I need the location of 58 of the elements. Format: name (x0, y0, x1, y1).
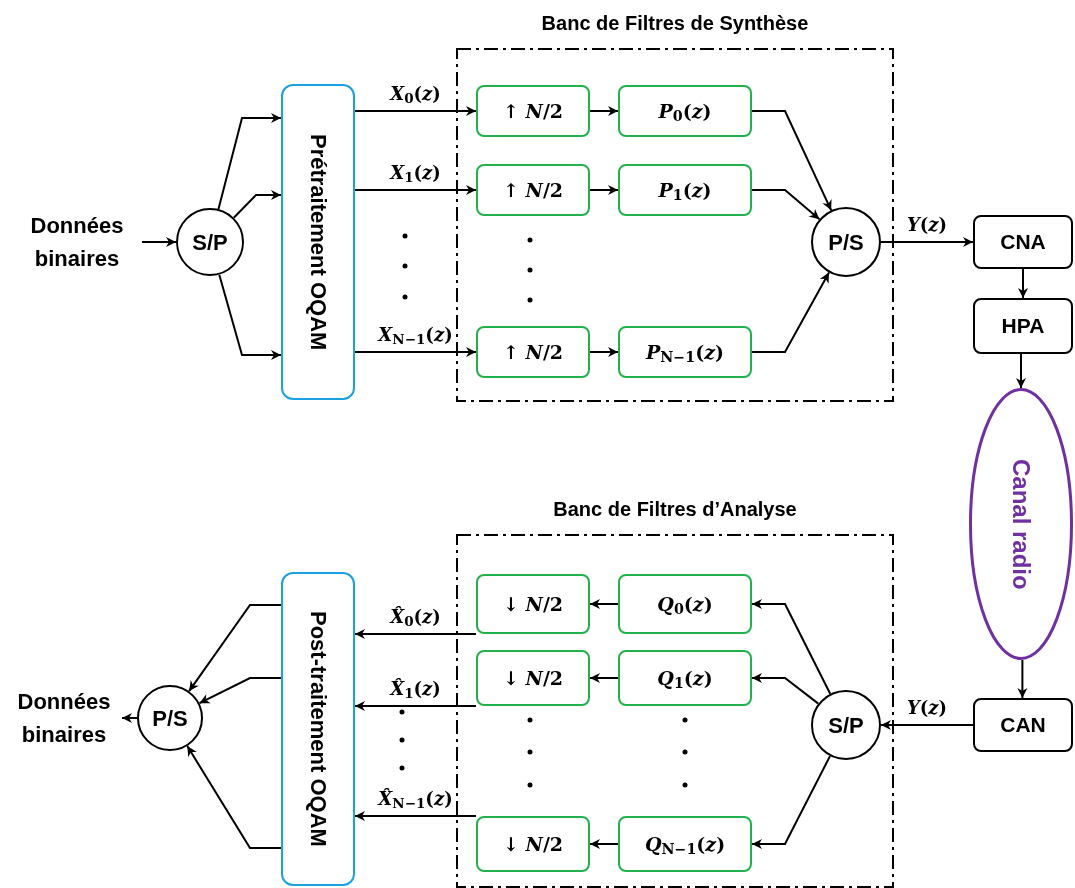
filter-box: P$_{1}$(z) (618, 164, 752, 216)
filter-box: ↑ N/2 (476, 164, 590, 216)
edge-label: Y(z) (906, 696, 948, 720)
arrow (217, 113, 282, 211)
filter-box: Q$_{0}$(z) (618, 574, 752, 634)
process-box: HPA (973, 298, 1073, 354)
arrow (751, 673, 820, 705)
edge-label: X̂$_{0}$(z) (390, 605, 441, 630)
arrow (354, 185, 477, 195)
filter-box: ↑ N/2 (476, 85, 590, 137)
arrow (589, 185, 619, 195)
arrow (354, 629, 477, 639)
arrow (354, 701, 477, 711)
arrow (589, 673, 619, 683)
filter-box: ↓ N/2 (476, 574, 590, 634)
filter-box: ↓ N/2 (476, 816, 590, 872)
arrow (232, 190, 282, 219)
arrow (751, 189, 821, 221)
filter-box: Q$_{N−1}$(z) (618, 816, 752, 872)
edge-label: X̂$_{N−1}$(z) (378, 787, 453, 812)
arrow (589, 106, 619, 116)
edge-label: X$_{0}$(z) (390, 82, 441, 107)
edge-label: X̂$_{1}$(z) (390, 677, 441, 702)
filter-box: Q$_{1}$(z) (618, 650, 752, 706)
processing-block: Prétraitement OQAM (281, 84, 355, 400)
process-box: CAN (973, 698, 1073, 752)
arrow (354, 106, 477, 116)
arrow (589, 347, 619, 357)
filter-box: ↑ N/2 (476, 326, 590, 378)
arrow (880, 720, 974, 730)
arrow (141, 237, 177, 247)
edge-label: Y(z) (906, 213, 948, 237)
arrow (354, 347, 477, 357)
arrow (589, 839, 619, 849)
processing-block: Post-traitement OQAM (281, 572, 355, 886)
arrow (751, 271, 830, 353)
filter-box: P$_{N−1}$(z) (618, 326, 752, 378)
frame-heading: Banc de Filtres de Synthèse (540, 11, 810, 36)
arrow (198, 677, 282, 705)
process-box: CNA (973, 215, 1073, 269)
arrow (589, 599, 619, 609)
filter-box: P$_{0}$(z) (618, 85, 752, 137)
arrow (354, 811, 477, 821)
edge-label: X$_{N−1}$(z) (378, 323, 453, 348)
arrow (1016, 353, 1026, 389)
frame-heading: Banc de Filtres d’Analyse (552, 497, 798, 522)
channel-ellipse: Canal radio (969, 388, 1073, 660)
arrow (188, 604, 282, 693)
text-label: Données binaires (12, 205, 142, 279)
arrow (186, 745, 282, 849)
arrow (1017, 659, 1028, 699)
arrow (121, 713, 138, 723)
filter-box: ↓ N/2 (476, 650, 590, 706)
edge-label: X$_{1}$(z) (390, 161, 441, 186)
arrow (880, 237, 974, 247)
text-label: Données binaires (6, 681, 122, 755)
arrow (1018, 268, 1028, 299)
arrow (751, 755, 831, 849)
